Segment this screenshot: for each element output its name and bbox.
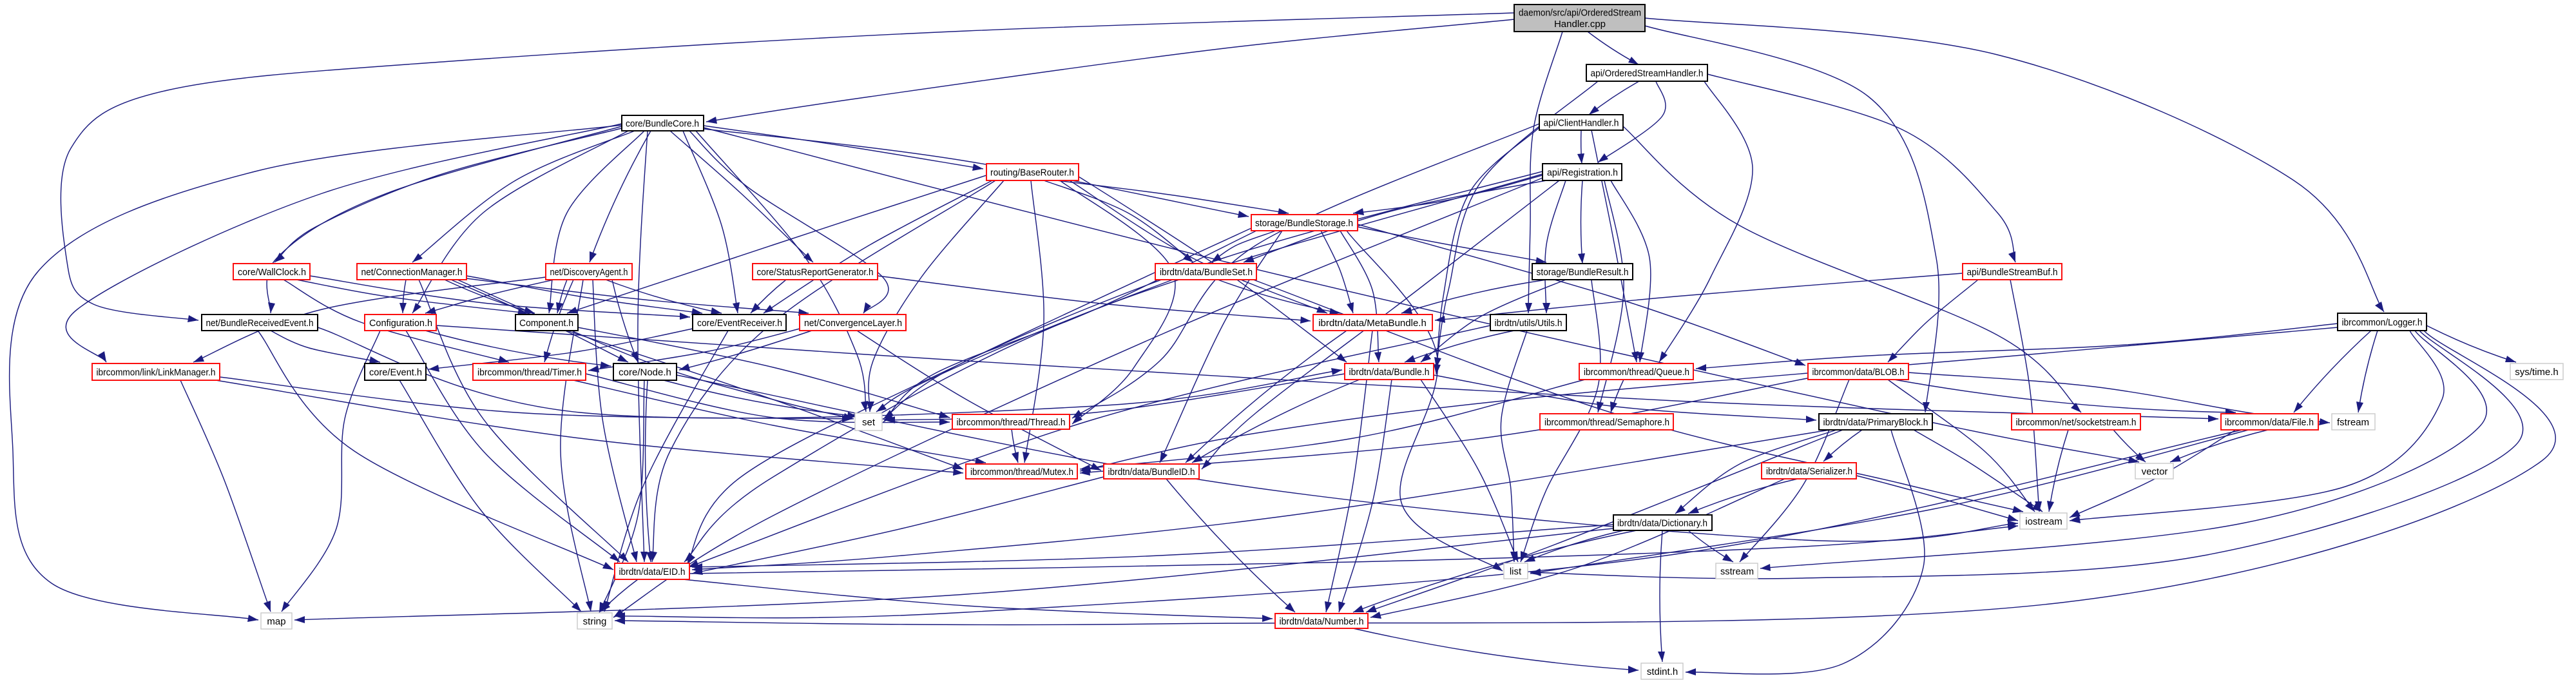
svg-text:ibrdtn/data/PrimaryBlock.h: ibrdtn/data/PrimaryBlock.h: [1823, 417, 1928, 428]
svg-text:ibrcommon/thread/Mutex.h: ibrcommon/thread/Mutex.h: [970, 467, 1073, 478]
svg-text:stdint.h: stdint.h: [1647, 666, 1678, 677]
svg-text:ibrcommon/thread/Thread.h: ibrcommon/thread/Thread.h: [957, 417, 1066, 428]
svg-text:ibrcommon/thread/Timer.h: ibrcommon/thread/Timer.h: [477, 367, 582, 378]
svg-text:Component.h: Component.h: [519, 318, 573, 329]
svg-text:string: string: [583, 616, 607, 627]
svg-text:vector: vector: [2142, 466, 2168, 477]
svg-text:list: list: [1510, 566, 1522, 577]
svg-text:routing/BaseRouter.h: routing/BaseRouter.h: [990, 167, 1074, 178]
svg-text:core/Node.h: core/Node.h: [619, 367, 671, 378]
svg-text:net/DiscoveryAgent.h: net/DiscoveryAgent.h: [550, 267, 628, 278]
svg-text:storage/BundleResult.h: storage/BundleResult.h: [1537, 267, 1629, 278]
svg-text:core/StatusReportGenerator.h: core/StatusReportGenerator.h: [757, 267, 874, 278]
svg-text:daemon/src/api/OrderedStream: daemon/src/api/OrderedStream: [1519, 8, 1641, 19]
svg-text:ibrdtn/data/BundleID.h: ibrdtn/data/BundleID.h: [1108, 467, 1195, 478]
svg-text:sys/time.h: sys/time.h: [2515, 367, 2559, 378]
svg-text:api/ClientHandler.h: api/ClientHandler.h: [1544, 117, 1619, 128]
svg-text:ibrcommon/Logger.h: ibrcommon/Logger.h: [2342, 317, 2423, 328]
svg-text:ibrdtn/data/BundleSet.h: ibrdtn/data/BundleSet.h: [1160, 267, 1253, 278]
svg-text:core/EventReceiver.h: core/EventReceiver.h: [697, 318, 782, 329]
svg-text:fstream: fstream: [2337, 417, 2369, 428]
svg-text:net/ConvergenceLayer.h: net/ConvergenceLayer.h: [804, 318, 902, 329]
svg-text:net/ConnectionManager.h: net/ConnectionManager.h: [361, 267, 463, 278]
svg-text:Handler.cpp: Handler.cpp: [1554, 19, 1606, 30]
svg-text:api/OrderedStreamHandler.h: api/OrderedStreamHandler.h: [1591, 68, 1704, 79]
svg-text:ibrcommon/link/LinkManager.h: ibrcommon/link/LinkManager.h: [97, 367, 216, 378]
svg-text:ibrdtn/data/Bundle.h: ibrdtn/data/Bundle.h: [1349, 367, 1430, 378]
svg-text:ibrdtn/utils/Utils.h: ibrdtn/utils/Utils.h: [1495, 318, 1562, 329]
svg-text:ibrcommon/thread/Queue.h: ibrcommon/thread/Queue.h: [1584, 367, 1689, 378]
svg-text:Configuration.h: Configuration.h: [369, 318, 432, 329]
svg-text:sstream: sstream: [1720, 566, 1754, 577]
svg-text:ibrcommon/net/socketstream.h: ibrcommon/net/socketstream.h: [2016, 417, 2137, 428]
svg-text:ibrdtn/data/Dictionary.h: ibrdtn/data/Dictionary.h: [1617, 518, 1707, 528]
svg-text:storage/BundleStorage.h: storage/BundleStorage.h: [1255, 218, 1353, 229]
svg-text:ibrcommon/data/BLOB.h: ibrcommon/data/BLOB.h: [1812, 367, 1905, 378]
svg-text:ibrcommon/data/File.h: ibrcommon/data/File.h: [2225, 417, 2314, 428]
svg-text:ibrdtn/data/Number.h: ibrdtn/data/Number.h: [1280, 616, 1364, 627]
svg-text:map: map: [267, 616, 285, 627]
svg-text:iostream: iostream: [2025, 516, 2062, 527]
svg-text:api/Registration.h: api/Registration.h: [1547, 167, 1618, 178]
svg-text:ibrdtn/data/EID.h: ibrdtn/data/EID.h: [619, 566, 686, 577]
svg-text:core/WallClock.h: core/WallClock.h: [238, 267, 306, 278]
svg-text:ibrcommon/thread/Semaphore.h: ibrcommon/thread/Semaphore.h: [1544, 417, 1669, 428]
svg-text:ibrdtn/data/MetaBundle.h: ibrdtn/data/MetaBundle.h: [1318, 318, 1427, 329]
svg-text:api/BundleStreamBuf.h: api/BundleStreamBuf.h: [1967, 267, 2058, 278]
svg-text:core/BundleCore.h: core/BundleCore.h: [626, 118, 699, 129]
svg-text:net/BundleReceivedEvent.h: net/BundleReceivedEvent.h: [206, 318, 314, 329]
svg-text:core/Event.h: core/Event.h: [369, 367, 422, 378]
svg-text:set: set: [862, 417, 876, 428]
svg-text:ibrdtn/data/Serializer.h: ibrdtn/data/Serializer.h: [1766, 466, 1852, 477]
